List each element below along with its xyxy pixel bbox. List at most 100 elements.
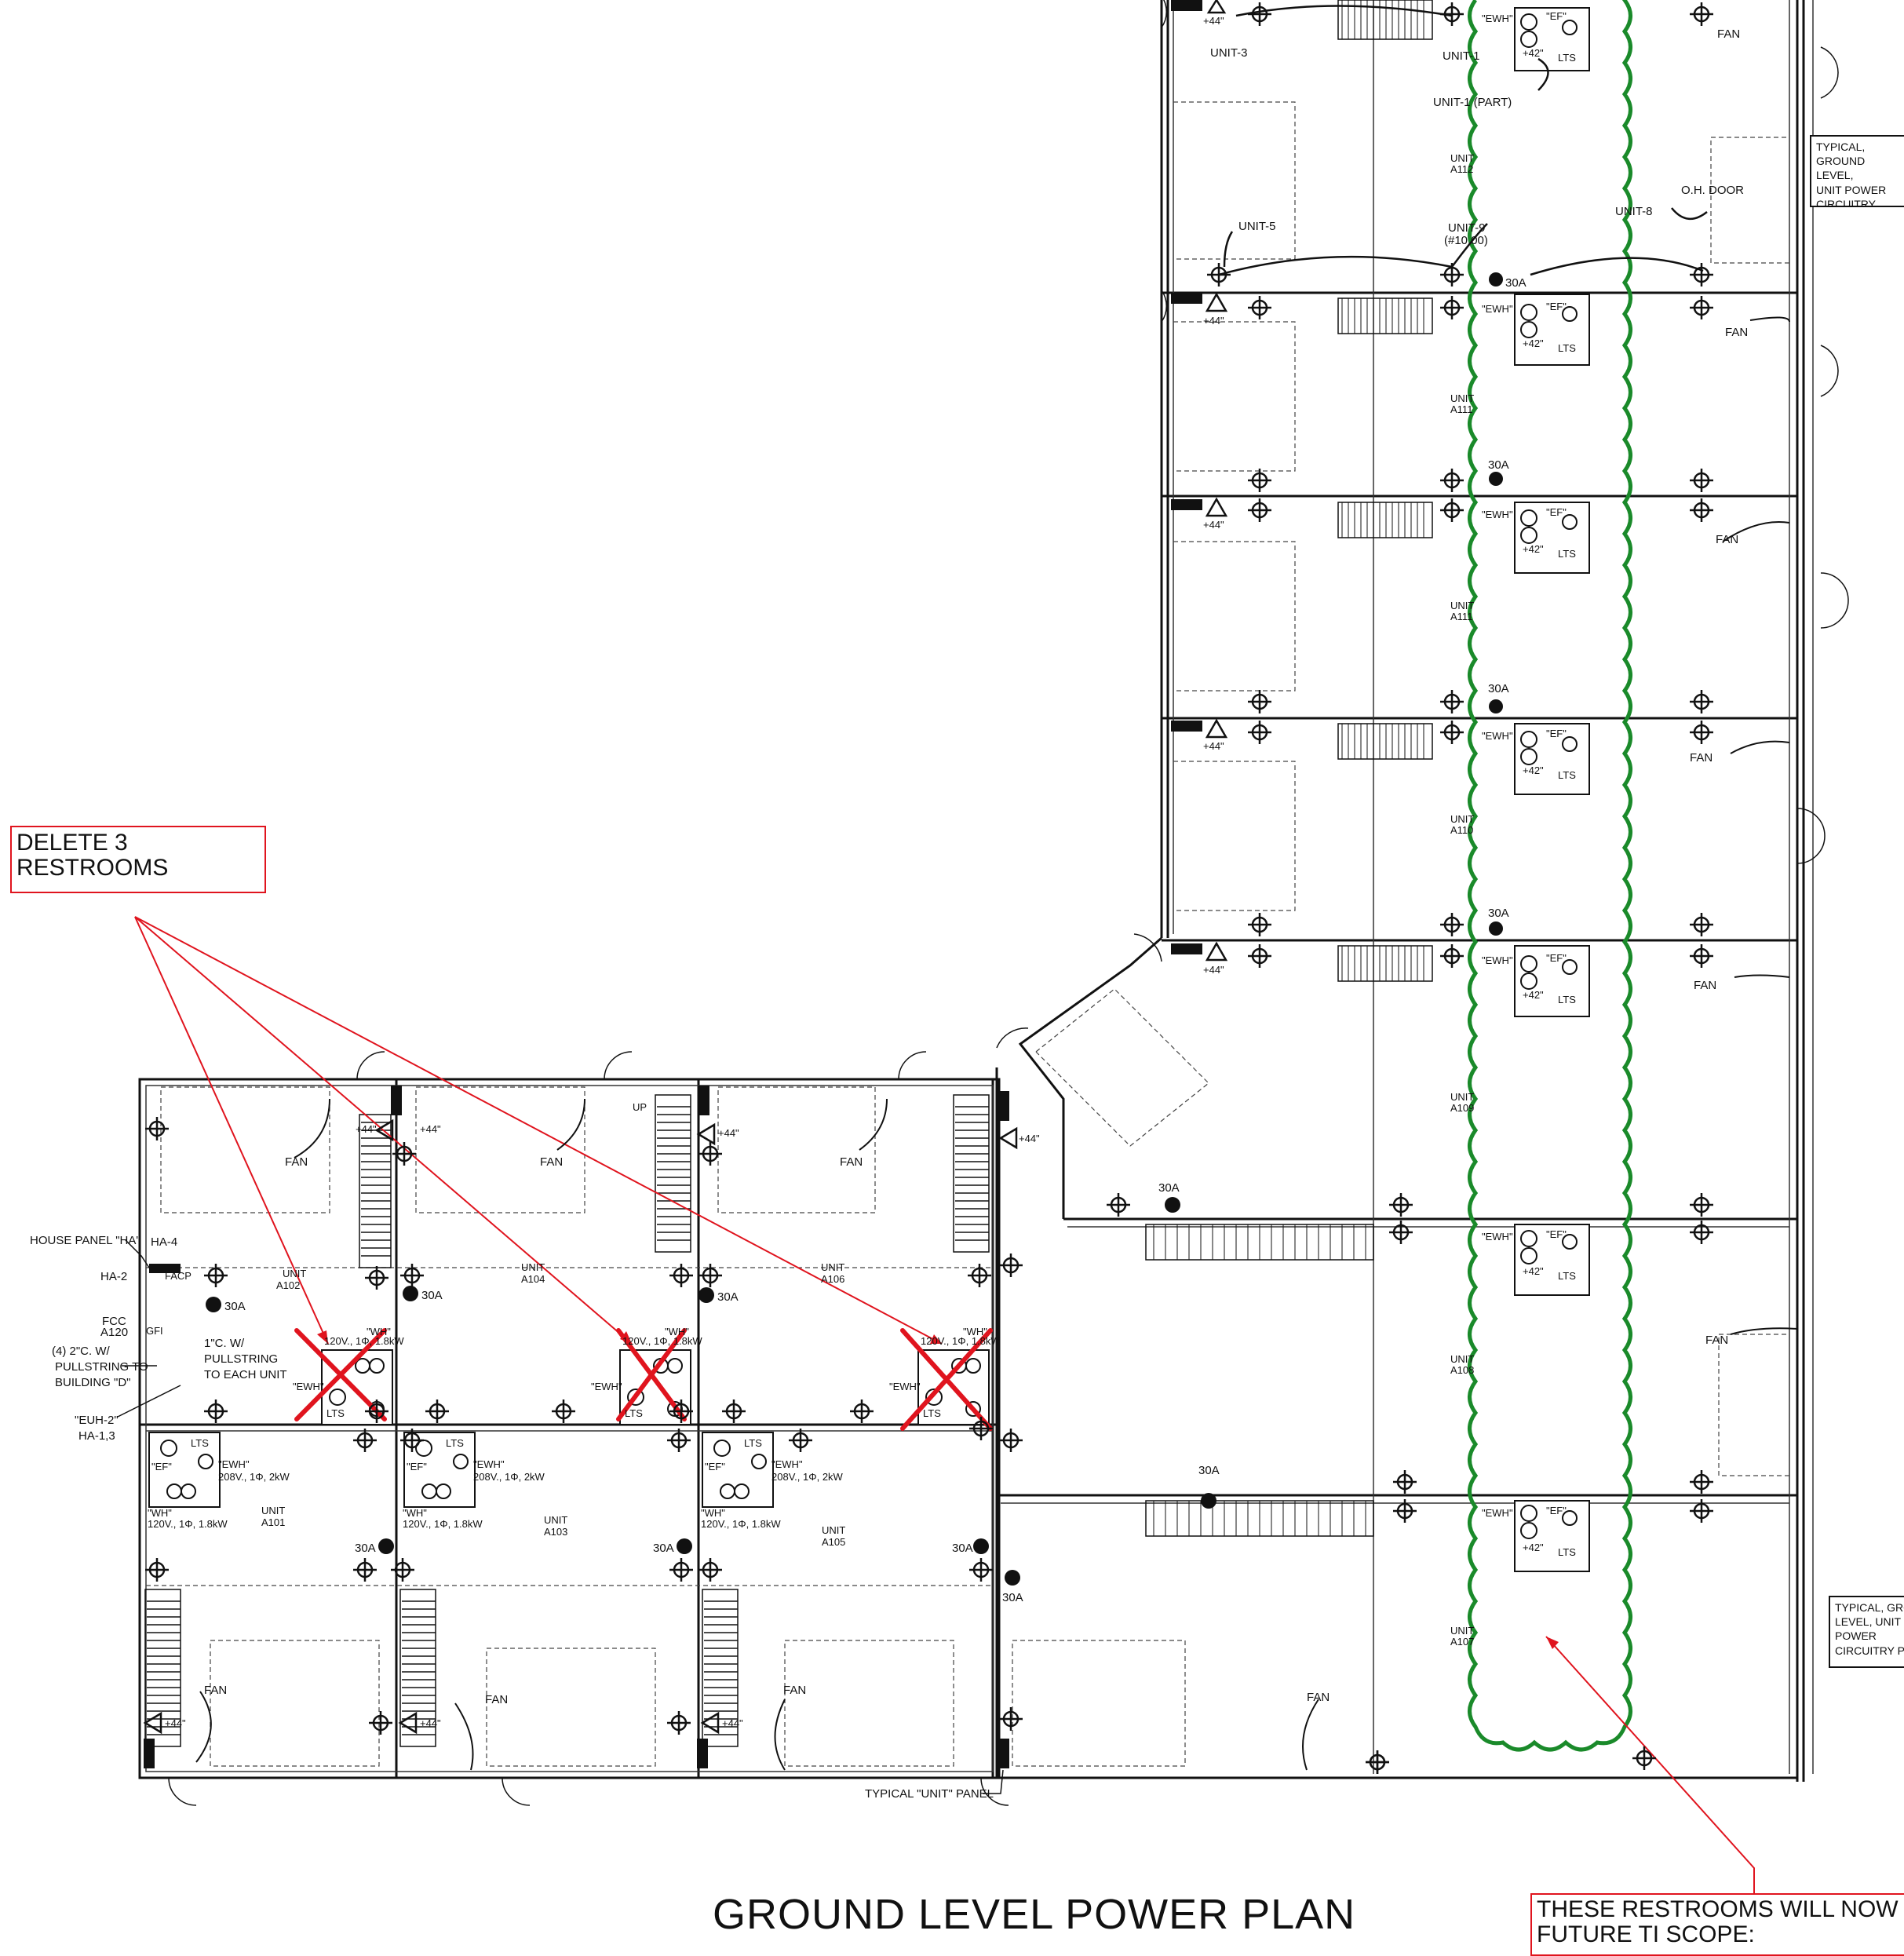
right-wing-fixtures	[1520, 13, 1578, 1539]
label-oh-door: O.H. DOOR	[1681, 184, 1744, 197]
outlet-symbol	[969, 1558, 993, 1582]
right-wing-restrooms	[1514, 7, 1590, 1572]
label-ewh-3: "EWH"	[1482, 509, 1513, 520]
label-44-11: +44"	[420, 1717, 441, 1729]
label-lts-1: LTS	[1558, 52, 1576, 64]
label-wh-2: "WH"	[665, 1326, 689, 1337]
label-wh-3: "WH"	[963, 1326, 987, 1337]
label-unit9b: (#10,00)	[1444, 234, 1488, 247]
label-44-1: +44"	[1203, 15, 1224, 27]
unit-label-r2: UNIT	[1450, 392, 1474, 404]
label-pullstring-2: PULLSTRING TO	[55, 1360, 148, 1374]
unit-number-r2: A111	[1450, 403, 1472, 415]
label-conduit-3: TO EACH UNIT	[204, 1368, 287, 1381]
label-wh-b3: "WH"	[701, 1507, 725, 1519]
outlet-symbol	[365, 1399, 388, 1423]
label-30a-8: 30A	[421, 1289, 443, 1302]
outlet-symbol	[1389, 1193, 1413, 1217]
label-44-2: +44"	[1203, 315, 1224, 327]
label-ewh-spec-b2: 208V., 1Φ, 2kW	[473, 1471, 545, 1483]
label-unit3: UNIT-3	[1210, 46, 1248, 60]
unit-number-r7: A107	[1450, 1636, 1474, 1648]
delete-note-line-1: DELETE 3	[16, 830, 128, 856]
right-wing-stair-treads	[1153, 0, 1424, 1536]
label-44-3: +44"	[1203, 519, 1224, 531]
label-fan-2: FAN	[1725, 326, 1748, 339]
outlet-symbol	[969, 1417, 993, 1440]
outlet-symbol	[1248, 721, 1271, 744]
outlet-symbol	[1440, 498, 1464, 522]
outlet-symbol	[1440, 721, 1464, 744]
outlet-symbol	[1690, 721, 1713, 744]
label-ewh-spec-b1: 208V., 1Φ, 2kW	[218, 1471, 290, 1483]
typical-top-line-3: UNIT POWER	[1816, 183, 1887, 196]
fan-arcs	[195, 316, 1798, 1771]
unit-number-r3: A111	[1450, 611, 1472, 622]
label-wh-b1: "WH"	[148, 1507, 172, 1519]
label-typical-unit-panel: TYPICAL "UNIT" PANEL	[865, 1787, 994, 1801]
outlet-symbol	[1632, 1746, 1656, 1770]
typical-note-top: TYPICAL, GROUND LEVEL, UNIT POWER CIRCUI…	[1810, 135, 1904, 207]
right-wing-dashed-areas	[1012, 101, 1790, 1767]
label-fcc-number: A120	[100, 1326, 128, 1339]
outlet-symbol	[1690, 913, 1713, 936]
label-ha4: HA-4	[151, 1235, 177, 1249]
label-fan-12: FAN	[783, 1684, 806, 1697]
outlet-symbol	[425, 1399, 449, 1423]
unit-number-a102: A102	[276, 1279, 300, 1291]
future-scope-note: THESE RESTROOMS WILL NOW FUTURE TI SCOPE…	[1530, 1893, 1904, 1956]
unit-number-a101: A101	[261, 1516, 285, 1528]
label-fcc: FCC	[102, 1315, 126, 1328]
label-ef-7: "EF"	[1546, 1505, 1567, 1516]
outlet-symbol	[391, 1558, 414, 1582]
unit-label-r4: UNIT	[1450, 813, 1474, 825]
label-lts-l2: LTS	[625, 1407, 643, 1419]
unit-number-a104: A104	[521, 1273, 545, 1285]
outlet-symbol	[667, 1429, 691, 1452]
label-lts-b1: LTS	[191, 1437, 209, 1449]
outlet-symbol	[1690, 2, 1713, 26]
label-42-2: +42"	[1523, 338, 1544, 349]
outlet-symbol	[1393, 1499, 1417, 1523]
future-note-line-1: THESE RESTROOMS WILL NOW	[1537, 1896, 1899, 1922]
outlet-symbol	[698, 1558, 722, 1582]
label-up: UP	[633, 1101, 647, 1113]
typical-note-bottom: TYPICAL, GRO LEVEL, UNIT POWER CIRCUITRY…	[1829, 1596, 1904, 1668]
right-wing-stairs	[1145, 0, 1433, 1537]
outlet-symbol	[669, 1558, 693, 1582]
label-pullstring-1: (4) 2"C. W/	[52, 1345, 110, 1358]
delete-x-marks	[294, 1328, 993, 1431]
label-44-8: +44"	[718, 1127, 739, 1139]
plan-text: UNIT-3 UNIT-1 UNIT-1 (PART) UNIT-5 UNIT-…	[30, 10, 1748, 1801]
label-fan-10: FAN	[204, 1684, 227, 1697]
label-unit5: UNIT-5	[1238, 220, 1276, 233]
left-block-fixtures	[160, 1358, 981, 1499]
outlet-symbol	[1440, 690, 1464, 713]
typical-bottom-line-2: LEVEL, UNIT	[1835, 1615, 1902, 1629]
unit-label-a104: UNIT	[521, 1261, 545, 1273]
outlet-symbol	[999, 1254, 1023, 1277]
outlet-symbol	[1248, 296, 1271, 319]
outlet-symbol	[400, 1429, 424, 1452]
unit-label-r3: UNIT	[1450, 600, 1474, 611]
label-ewh-1: "EWH"	[1482, 13, 1513, 24]
unit-label-r7: UNIT	[1450, 1625, 1474, 1637]
label-gfi: GFI	[146, 1325, 163, 1337]
delete-restrooms-note: DELETE 3 RESTROOMS	[10, 826, 266, 893]
outlet-symbol	[1248, 498, 1271, 522]
circuit-arcs	[1218, 5, 1708, 276]
label-fan-5: FAN	[1694, 979, 1716, 992]
label-ewh-l1: "EWH"	[293, 1381, 324, 1392]
outlet-symbol	[999, 1707, 1023, 1731]
outlet-symbol	[1690, 1221, 1713, 1244]
label-ef-1: "EF"	[1546, 10, 1567, 22]
label-42-3: +42"	[1523, 543, 1544, 555]
outlet-symbol	[353, 1429, 377, 1452]
label-euh-2: HA-1,3	[78, 1429, 115, 1443]
label-unit8: UNIT-8	[1615, 205, 1653, 218]
label-fan-1: FAN	[1717, 27, 1740, 41]
label-44-10: +44"	[165, 1717, 186, 1729]
label-ewh-b2: "EWH"	[473, 1458, 505, 1470]
unit-number-a106: A106	[821, 1273, 844, 1285]
label-ef-4: "EF"	[1546, 728, 1567, 739]
